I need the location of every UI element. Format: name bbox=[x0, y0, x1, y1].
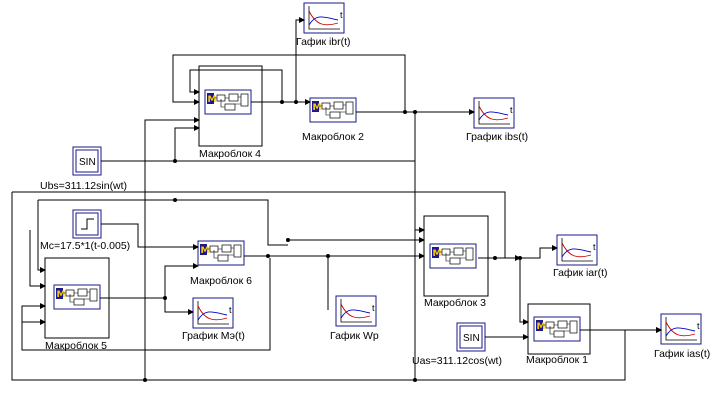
macroblock-6[interactable] bbox=[197, 240, 245, 266]
graph-ibs-icon[interactable] bbox=[473, 97, 515, 129]
macroblock-2-label: Макроблок 2 bbox=[302, 131, 364, 143]
macroblock-1[interactable] bbox=[527, 303, 591, 355]
sin-source-a[interactable] bbox=[456, 322, 486, 352]
graph-me-t: t bbox=[229, 305, 232, 315]
graph-wp-label: Гафик Wp bbox=[330, 330, 379, 342]
graph-ibs-label: График ibs(t) bbox=[466, 131, 529, 143]
macroblock-5[interactable] bbox=[44, 257, 110, 339]
graph-me-icon[interactable] bbox=[192, 297, 234, 329]
sin-b-label: Ubs=311.12sin(wt) bbox=[40, 180, 128, 192]
macroblock-4[interactable] bbox=[198, 65, 263, 147]
sin-b-icon-text: SIN bbox=[79, 157, 96, 168]
step-source-mc[interactable] bbox=[72, 209, 102, 239]
macroblock-2[interactable] bbox=[309, 97, 357, 123]
macroblock-3[interactable] bbox=[423, 215, 489, 297]
sin-a-label: Uas=311.12cos(wt) bbox=[412, 355, 502, 367]
graph-wp-t: t bbox=[372, 303, 375, 313]
macroblock-3-label: Макроблок 3 bbox=[424, 297, 486, 309]
graph-ibs-t: t bbox=[510, 105, 513, 115]
macroblock-1-label: Макроблок 1 bbox=[526, 354, 588, 366]
sin-source-b[interactable] bbox=[72, 146, 102, 176]
graph-ias-label: Гафик ias(t) bbox=[654, 348, 711, 360]
step-mc-label: Mc=17.5*1(t-0.005) bbox=[40, 240, 131, 252]
graph-iar-t: t bbox=[593, 242, 596, 252]
graph-wp-icon[interactable] bbox=[335, 295, 377, 327]
graph-iar-label: Гафик iar(t) bbox=[553, 267, 608, 279]
sin-a-icon-text: SIN bbox=[463, 333, 480, 344]
macroblock-4-label: Макроблок 4 bbox=[199, 148, 261, 160]
macroblock-6-label: Макроблок 6 bbox=[190, 275, 252, 287]
graph-iar-icon[interactable] bbox=[556, 234, 598, 266]
graph-me-label: График Мэ(t) bbox=[182, 330, 245, 342]
junction-dots bbox=[143, 100, 522, 382]
graph-ibr-t: t bbox=[340, 10, 343, 20]
graph-ibr-label: Гафик ibr(t) bbox=[296, 36, 351, 48]
graph-ias-t: t bbox=[697, 321, 700, 331]
graph-ibr-icon[interactable] bbox=[303, 2, 345, 34]
graph-ias-icon[interactable] bbox=[660, 313, 702, 345]
macroblock-5-label: Макроблок 5 bbox=[45, 340, 107, 352]
